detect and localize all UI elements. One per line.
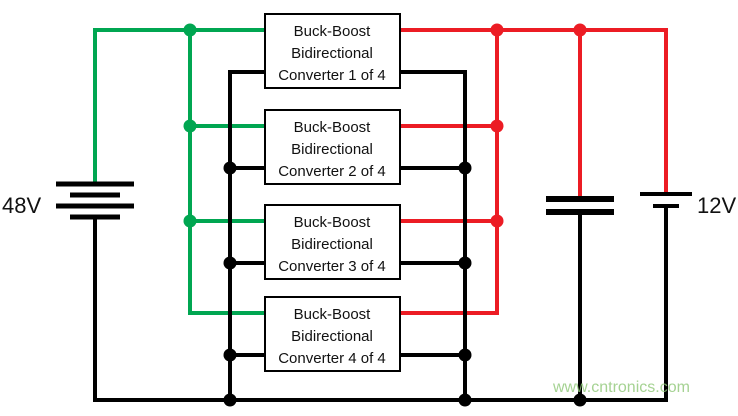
battery-12v-symbol xyxy=(640,192,692,208)
converter-box-3: Buck-Boost Bidirectional Converter 3 of … xyxy=(264,204,401,280)
converter-3-line3: Converter 3 of 4 xyxy=(278,258,386,275)
wires-ground xyxy=(93,70,668,402)
converter-3-outline xyxy=(264,204,401,280)
junction-ground-bottom-left xyxy=(223,393,237,407)
junction-dots-red xyxy=(490,23,587,228)
converter-box-1: Buck-Boost Bidirectional Converter 1 of … xyxy=(264,13,401,89)
converter-box-2: Buck-Boost Bidirectional Converter 2 of … xyxy=(264,109,401,185)
converter-2-outline xyxy=(264,109,401,185)
junction-green-top xyxy=(183,23,197,37)
converter-2-line2: Bidirectional xyxy=(291,141,373,158)
converter-1-line3: Converter 1 of 4 xyxy=(278,67,386,84)
junction-red-converter3 xyxy=(490,214,504,228)
converter-4-line2: Bidirectional xyxy=(291,328,373,345)
converter-2-line3: Converter 2 of 4 xyxy=(278,163,386,180)
junction-green-converter3 xyxy=(183,214,197,228)
converter-3-line1: Buck-Boost xyxy=(294,214,372,231)
junction-dots-green xyxy=(183,23,197,228)
wires-12v-positive xyxy=(400,28,668,315)
junction-red-converter2 xyxy=(490,119,504,133)
converter-1-outline xyxy=(264,13,401,89)
junction-ground-left-converter2 xyxy=(223,161,237,175)
junction-red-top xyxy=(490,23,504,37)
converter-3-line2: Bidirectional xyxy=(291,236,373,253)
wires-48v-positive xyxy=(93,28,265,315)
junction-ground-left-converter4 xyxy=(223,348,237,362)
junction-ground-bottom-capacitor xyxy=(573,393,587,407)
converter-4-line3: Converter 4 of 4 xyxy=(278,350,386,367)
junction-ground-left-converter3 xyxy=(223,256,237,270)
junction-ground-right-converter3 xyxy=(458,256,472,270)
junction-dots-black xyxy=(223,161,587,407)
converter-box-4: Buck-Boost Bidirectional Converter 4 of … xyxy=(264,296,401,372)
junction-ground-bottom-right xyxy=(458,393,472,407)
converter-4-line1: Buck-Boost xyxy=(294,306,372,323)
converter-2-line1: Buck-Boost xyxy=(294,119,372,136)
battery-48v-symbol xyxy=(56,181,134,220)
capacitor-symbol xyxy=(546,196,614,215)
junction-red-capacitor-top xyxy=(573,23,587,37)
converter-1-line1: Buck-Boost xyxy=(294,23,372,40)
junction-green-converter2 xyxy=(183,119,197,133)
junction-ground-right-converter2 xyxy=(458,161,472,175)
watermark: www.cntronics.com xyxy=(552,379,690,396)
converter-4-outline xyxy=(264,296,401,372)
junction-ground-right-converter4 xyxy=(458,348,472,362)
battery-48v-label: 48V xyxy=(2,193,41,218)
converter-1-line2: Bidirectional xyxy=(291,45,373,62)
battery-12v-label: 12V xyxy=(697,193,736,218)
